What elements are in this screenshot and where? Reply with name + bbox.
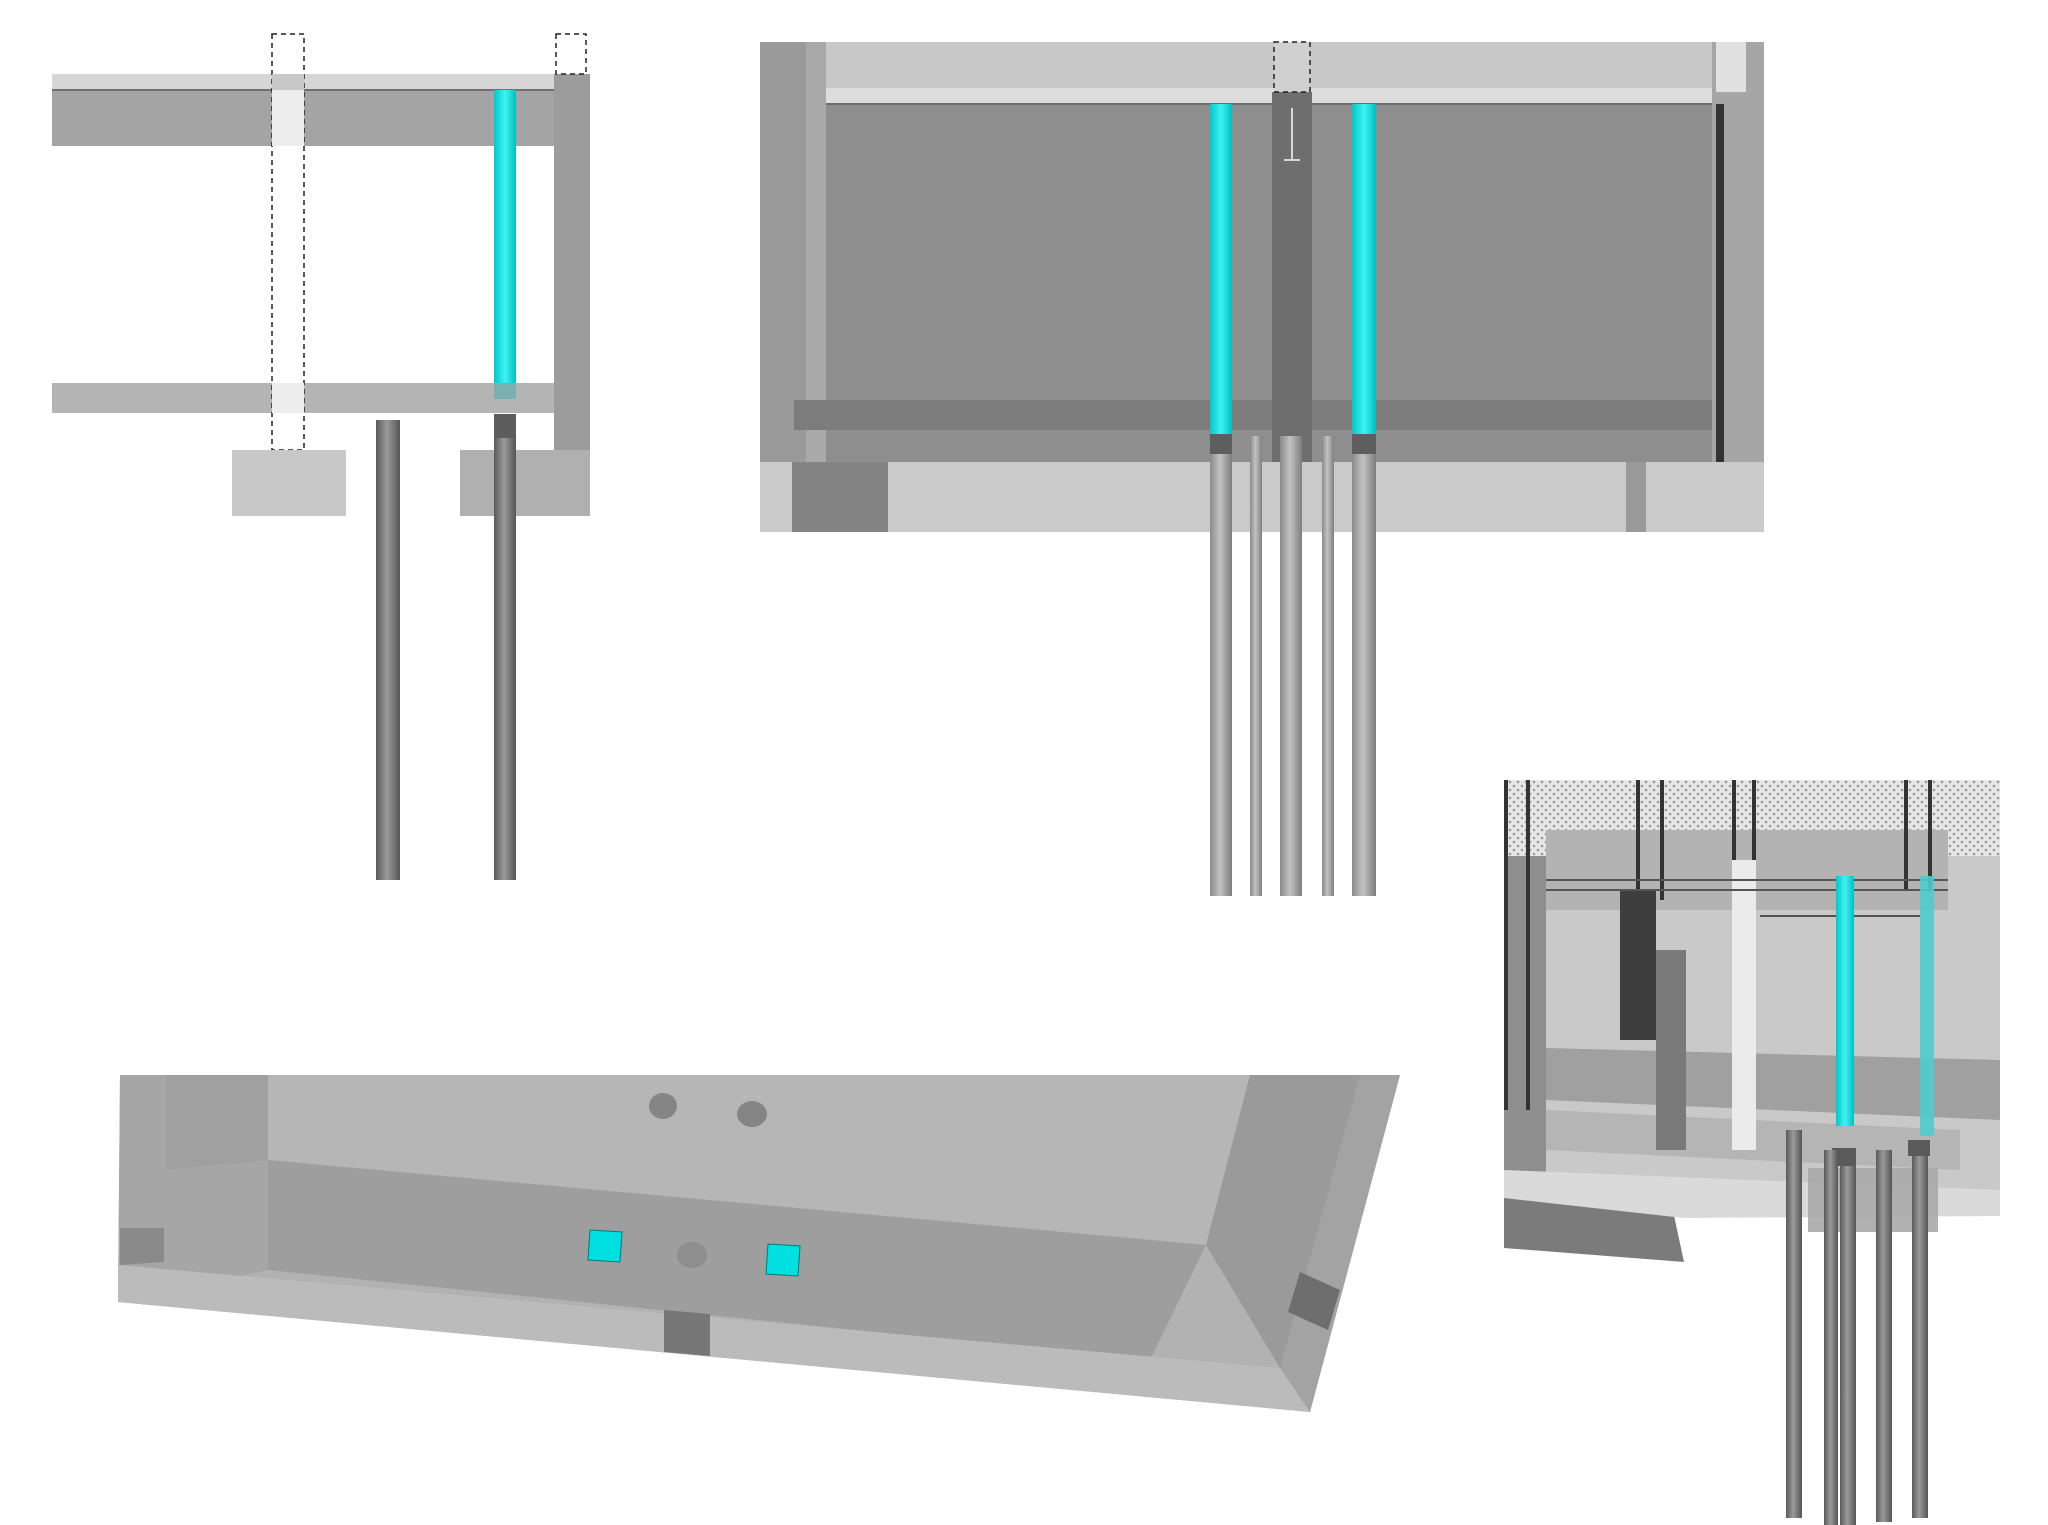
plan-column-footprint-3 (677, 1242, 707, 1268)
elevation-highlighted-column-1[interactable] (1210, 104, 1232, 434)
iso-left-face (1504, 856, 1546, 1245)
plan-wall-block-right (1288, 1272, 1340, 1330)
iso-pile-4 (1876, 1150, 1892, 1522)
plan-wall-block-bottom (664, 1310, 710, 1356)
plan-perspective-view[interactable] (118, 1075, 1400, 1412)
iso-pile-2 (1824, 1150, 1838, 1525)
column-foot-2 (1352, 434, 1376, 454)
elevation-bottom-beam (794, 400, 1712, 430)
elevation-pile-3 (1280, 436, 1302, 896)
iso-highlighted-column-2[interactable] (1920, 876, 1934, 1136)
elevation-left-column-inner (806, 42, 826, 462)
iso-vertical-rods (1504, 780, 1932, 1110)
iso-inner-panel-2 (1656, 950, 1686, 1150)
plan-column-footprint-2 (737, 1101, 767, 1127)
elevation-center-top (1273, 41, 1311, 93)
plan-floor (268, 1160, 1206, 1360)
elevation-left-column (760, 42, 806, 532)
elevation-pile-2 (1250, 436, 1262, 896)
pile-1 (376, 420, 400, 880)
pile-cap-right (460, 450, 590, 516)
iso-pile-1 (1786, 1130, 1802, 1518)
elevation-pile-5 (1352, 454, 1376, 896)
elevation-pile-1 (1210, 454, 1232, 896)
pile-cap-left (232, 450, 346, 516)
isometric-3d-view[interactable] (1504, 780, 2000, 1525)
column-foot-1 (1210, 434, 1232, 454)
plan-left-wall-inner (166, 1075, 268, 1170)
iso-pile-3 (1840, 1166, 1856, 1525)
column-cap (494, 383, 516, 399)
iso-inner-dark-panel (1620, 890, 1656, 1040)
side-section-view[interactable] (52, 33, 590, 880)
pile-2 (494, 438, 516, 880)
column-base (494, 414, 516, 438)
right-wall (554, 74, 590, 450)
highlighted-column[interactable] (494, 90, 516, 384)
plan-back-wall (268, 1075, 1250, 1245)
front-elevation-view[interactable] (760, 41, 1764, 896)
elevation-base-block-left (792, 462, 888, 532)
iso-column-foot-2 (1908, 1140, 1930, 1156)
elevation-top-beam (784, 88, 1754, 104)
elevation-base-block-right (1626, 462, 1646, 532)
right-column-top (1716, 42, 1746, 92)
dashed-column-top (555, 33, 587, 75)
iso-highlighted-column-1[interactable] (1836, 876, 1854, 1126)
plan-corner-block-left (120, 1228, 164, 1265)
plan-highlighted-column-2[interactable] (765, 1243, 801, 1277)
plan-front-edge (118, 1265, 1310, 1412)
plan-right-wall-shade (1206, 1075, 1360, 1368)
elevation-pile-4 (1322, 436, 1334, 896)
plan-column-footprint-1 (649, 1093, 677, 1119)
ibeam-symbol (1284, 108, 1300, 161)
iso-inner-panel-3 (1732, 860, 1756, 1150)
right-column-edge (1716, 104, 1724, 462)
dashed-column (271, 33, 305, 451)
iso-pile-5 (1912, 1156, 1928, 1518)
plan-highlighted-column-1[interactable] (587, 1229, 623, 1263)
elevation-highlighted-column-2[interactable] (1352, 104, 1376, 434)
